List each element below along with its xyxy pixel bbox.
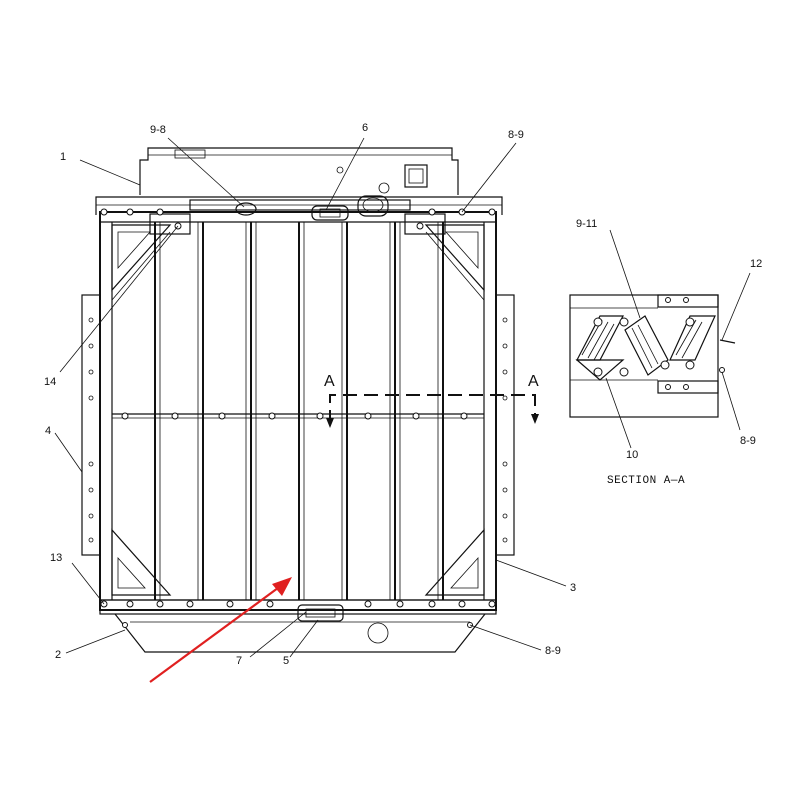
center-cross-bar: [112, 412, 484, 420]
bottom-tank: [99, 599, 497, 653]
filler-neck: [189, 195, 411, 221]
top-header-plate: [95, 147, 503, 215]
callout-14: 14: [44, 376, 56, 388]
section-cut-line: [326, 394, 539, 428]
leader-lines: [54, 137, 751, 658]
section-mark-right: A: [528, 373, 539, 390]
callout-12: 12: [750, 258, 762, 270]
top-clamp-brackets: [149, 213, 446, 235]
callout-5: 5: [283, 655, 289, 667]
callout-4: 4: [45, 425, 51, 437]
callout-1: 1: [60, 151, 66, 163]
red-pointer-arrow: [149, 577, 292, 683]
callout-9-11: 9-11: [576, 218, 597, 230]
callout-8-9-top: 8-9: [508, 129, 524, 141]
callout-8-9-section: 8-9: [740, 435, 756, 447]
top-bolt-row: [100, 208, 496, 230]
callout-3: 3: [570, 582, 576, 594]
callout-8-9-bottom: 8-9: [545, 645, 561, 657]
callout-2: 2: [55, 649, 61, 661]
core-sections: [154, 222, 444, 600]
callout-9-8: 9-8: [150, 124, 166, 136]
section-caption: SECTION A—A: [607, 475, 685, 487]
section-a-a-inset: [569, 294, 736, 418]
section-mark-left: A: [324, 373, 335, 390]
callout-13: 13: [50, 552, 62, 564]
callout-7: 7: [236, 655, 242, 667]
callout-6: 6: [362, 122, 368, 134]
corner-gussets: [111, 224, 485, 596]
callout-10: 10: [626, 449, 638, 461]
callouts: 1 9-8 6 8-9 14 4 13 3 2 7 5 8-9 9-11 12 …: [44, 122, 762, 667]
